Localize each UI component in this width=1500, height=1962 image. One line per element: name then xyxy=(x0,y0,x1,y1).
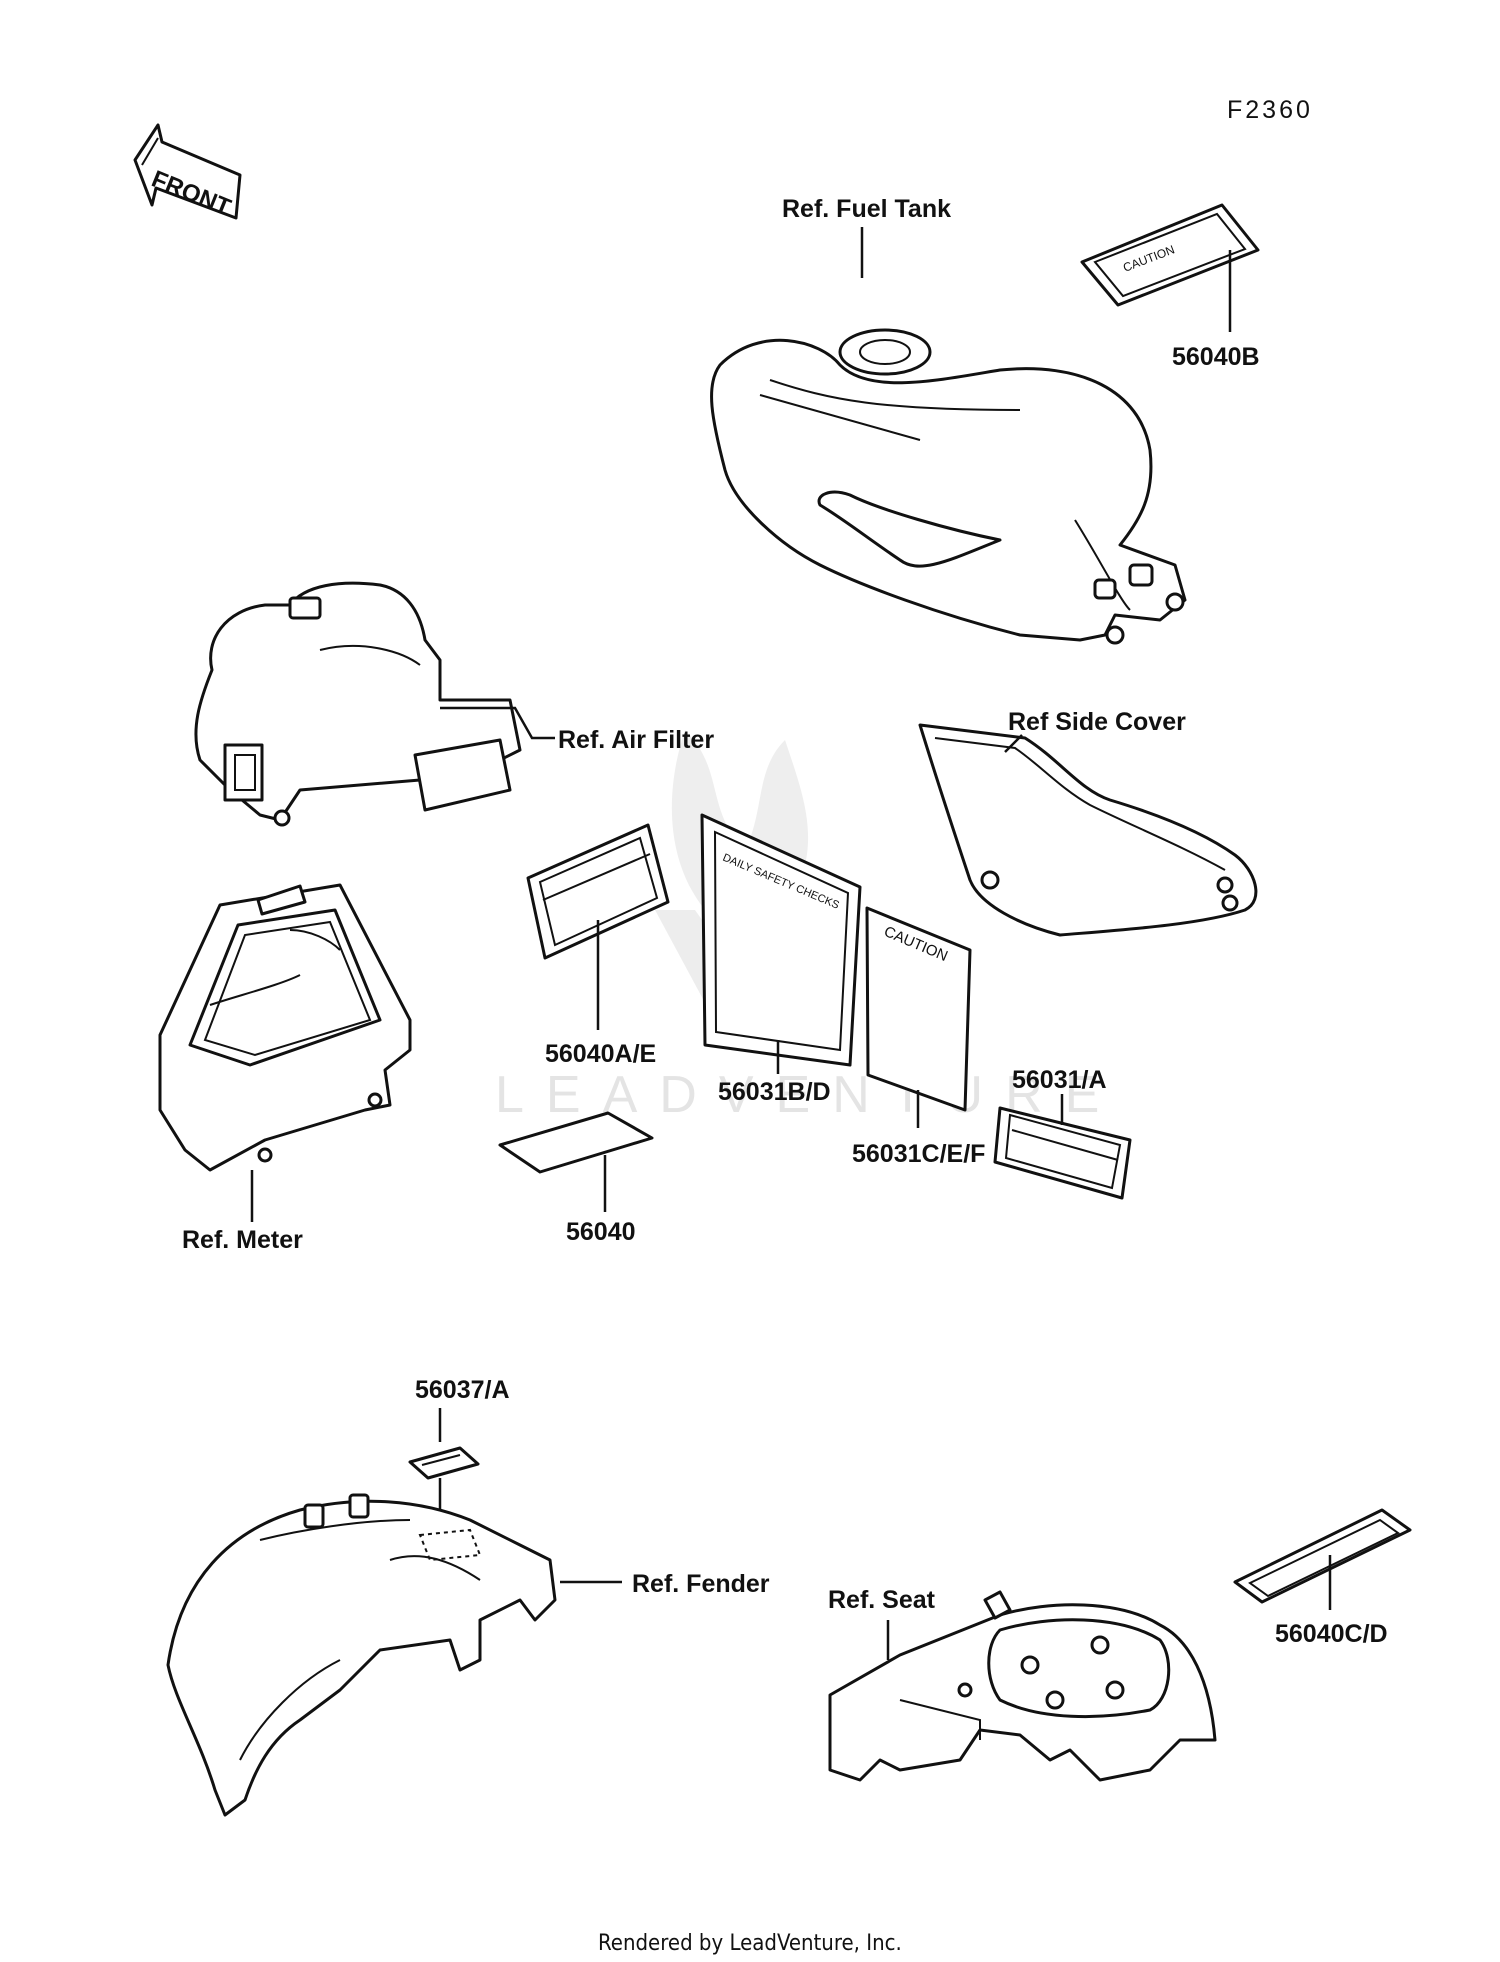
label-56040CD xyxy=(1233,1508,1412,1604)
side-cover xyxy=(918,723,1258,937)
part-56031A-label: 56031/A xyxy=(1012,1066,1107,1094)
ref-fender-label: Ref. Fender xyxy=(632,1570,770,1598)
part-56040CD-label: 56040C/D xyxy=(1275,1620,1388,1648)
footer-credit: Rendered by LeadVenture, Inc. xyxy=(598,1931,902,1956)
label-56037A xyxy=(408,1446,480,1480)
ref-seat-label: Ref. Seat xyxy=(828,1586,936,1614)
part-56040B-label: 56040B xyxy=(1172,343,1260,371)
label-56031A xyxy=(993,1106,1132,1200)
front-arrow-icon: FRONT xyxy=(133,123,242,222)
part-56040AE-label: 56040A/E xyxy=(545,1040,656,1068)
part-56031CEF-label: 56031C/E/F xyxy=(852,1140,985,1168)
label-56031BD: DAILY SAFETY CHECKS xyxy=(700,813,862,1067)
ref-fuel-tank-label: Ref. Fuel Tank xyxy=(782,195,951,223)
label-56040AE xyxy=(526,823,670,960)
ref-side-cover-label: Ref Side Cover xyxy=(1008,708,1186,736)
ref-air-filter-label: Ref. Air Filter xyxy=(558,726,714,754)
fuel-tank xyxy=(710,328,1187,645)
ref-meter-label: Ref. Meter xyxy=(182,1226,303,1254)
label-56031CEF: CAUTION xyxy=(865,906,972,1112)
meter xyxy=(158,883,412,1172)
fender xyxy=(166,1493,557,1817)
figure-code: F2360 xyxy=(1227,96,1313,124)
air-filter xyxy=(194,581,522,827)
part-56031BD-label: 56031B/D xyxy=(718,1078,831,1106)
part-56037A-label: 56037/A xyxy=(415,1376,510,1404)
label-56040B: CAUTION xyxy=(1080,203,1260,307)
part-56040-label: 56040 xyxy=(566,1218,636,1246)
seat xyxy=(828,1590,1217,1782)
label-56040 xyxy=(498,1111,654,1174)
